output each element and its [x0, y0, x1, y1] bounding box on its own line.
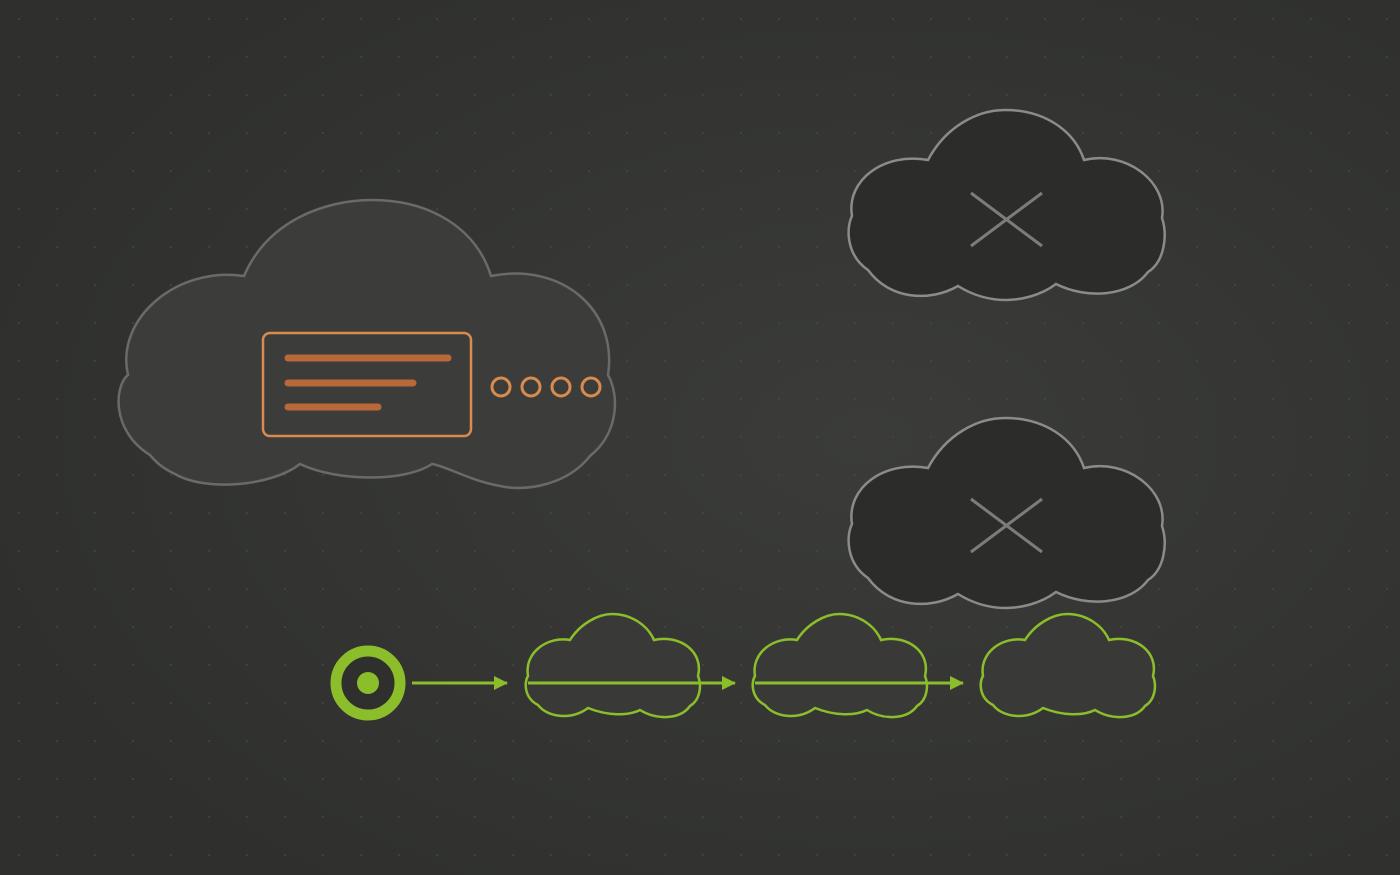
- pipeline-cloud-3: [979, 612, 1157, 719]
- document-card-icon: [261, 331, 473, 438]
- pipeline-cloud-1: [524, 612, 702, 719]
- failed-cloud-shape: [847, 416, 1166, 610]
- cross-stroke: [970, 497, 1043, 554]
- indicator-dot: [580, 376, 602, 398]
- failed-cloud-1: [847, 108, 1166, 302]
- pipeline-cloud-shape: [979, 612, 1157, 719]
- pipeline-cloud-shape: [524, 612, 702, 719]
- target-node-center: [357, 672, 379, 694]
- indicator-dots: [490, 376, 602, 398]
- pipeline: [330, 612, 1157, 721]
- failed-cloud-2: [847, 416, 1166, 610]
- pipeline-cloud-shape: [751, 612, 929, 719]
- cross-icon: [970, 191, 1043, 248]
- cross-icon: [970, 497, 1043, 554]
- main-cloud: [117, 198, 617, 490]
- indicator-dot: [520, 376, 542, 398]
- pipeline-cloud-2: [751, 612, 929, 719]
- cross-stroke: [970, 191, 1043, 248]
- failed-cloud-shape: [847, 108, 1166, 302]
- indicator-dot: [490, 376, 512, 398]
- target-node-icon: [330, 645, 406, 721]
- indicator-dot: [550, 376, 572, 398]
